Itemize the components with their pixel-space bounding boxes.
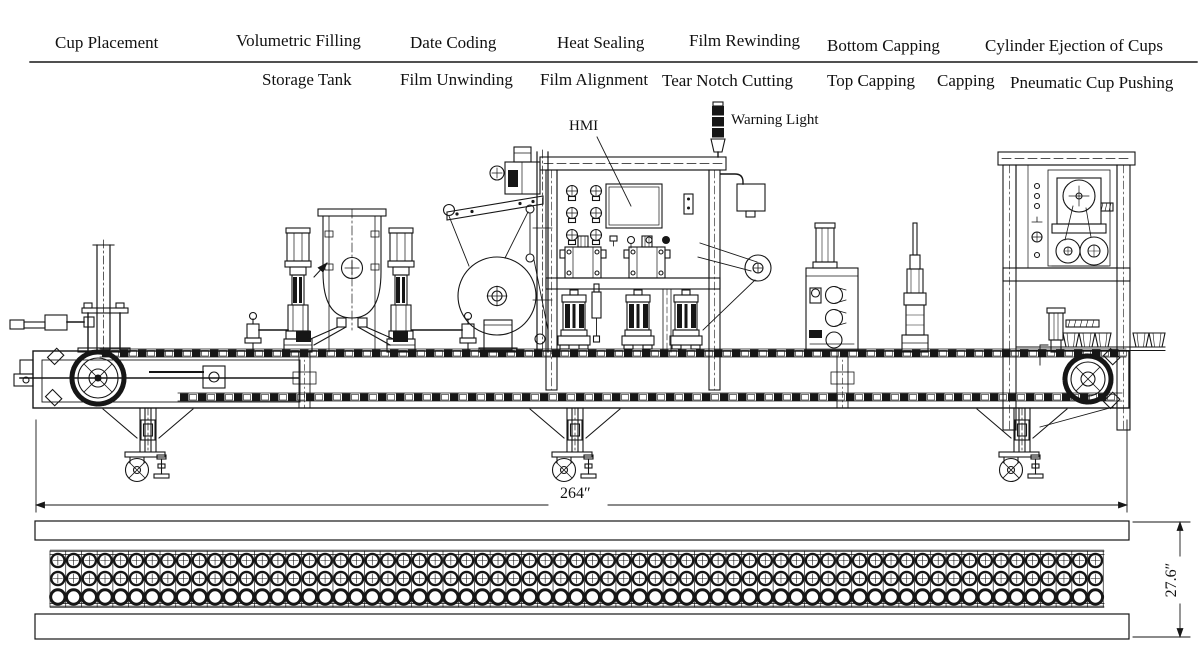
hmi-callout: HMI	[569, 118, 599, 134]
station-label-pneumatic-pushing: Pneumatic Cup Pushing	[1010, 73, 1174, 92]
top-view	[34, 520, 1130, 640]
ejected-cups	[1062, 332, 1166, 348]
ejection-sprocket	[1062, 347, 1121, 410]
conveyor-bed	[13, 348, 1130, 409]
conveyor-chain-top	[102, 349, 1127, 357]
station-label-capping: Capping	[937, 71, 995, 90]
station-label-heat-sealing: Heat Sealing	[557, 33, 645, 52]
station-label-storage-tank: Storage Tank	[262, 70, 352, 89]
warning-light	[710, 101, 726, 158]
ejection-cabinet	[997, 151, 1136, 431]
machine-legs	[102, 407, 1068, 483]
warning-light-callout: Warning Light	[731, 112, 819, 128]
hmi-screen	[605, 183, 663, 229]
dosing-valve-left	[244, 311, 289, 353]
bottom-capping-unit	[805, 222, 859, 351]
capping-unit	[901, 222, 929, 353]
sealing-cutting-heads	[557, 283, 703, 350]
station-label-tear-notch-cutting: Tear Notch Cutting	[662, 71, 794, 90]
cup-placement-unit	[9, 239, 131, 353]
station-label-film-unwinding: Film Unwinding	[400, 70, 513, 89]
width-dimension	[1132, 521, 1191, 638]
storage-tank	[244, 208, 477, 353]
film-rewind-arm	[697, 242, 772, 331]
dosing-valve-right	[411, 311, 477, 353]
station-label-cylinder-ejection: Cylinder Ejection of Cups	[985, 36, 1164, 55]
conveyor-chain-bottom	[180, 393, 1115, 401]
station-label-film-rewinding: Film Rewinding	[689, 31, 800, 50]
station-label-cup-placement: Cup Placement	[55, 33, 159, 52]
length-dimension	[35, 419, 1128, 513]
date-coder	[489, 146, 541, 195]
leader-lines	[596, 136, 632, 207]
length-dimension-text: 264″	[560, 485, 591, 502]
station-label-top-capping: Top Capping	[827, 71, 916, 90]
cup-placement-sprocket	[44, 347, 127, 407]
station-label-volumetric-filling: Volumetric Filling	[236, 31, 361, 50]
film-unwinder	[442, 149, 553, 353]
station-label-bottom-capping: Bottom Capping	[827, 36, 940, 55]
electrical-box	[720, 173, 766, 218]
station-label-film-alignment: Film Alignment	[540, 70, 649, 89]
station-label-date-coding: Date Coding	[410, 33, 497, 52]
width-dimension-text: 27.6″	[1163, 562, 1180, 598]
